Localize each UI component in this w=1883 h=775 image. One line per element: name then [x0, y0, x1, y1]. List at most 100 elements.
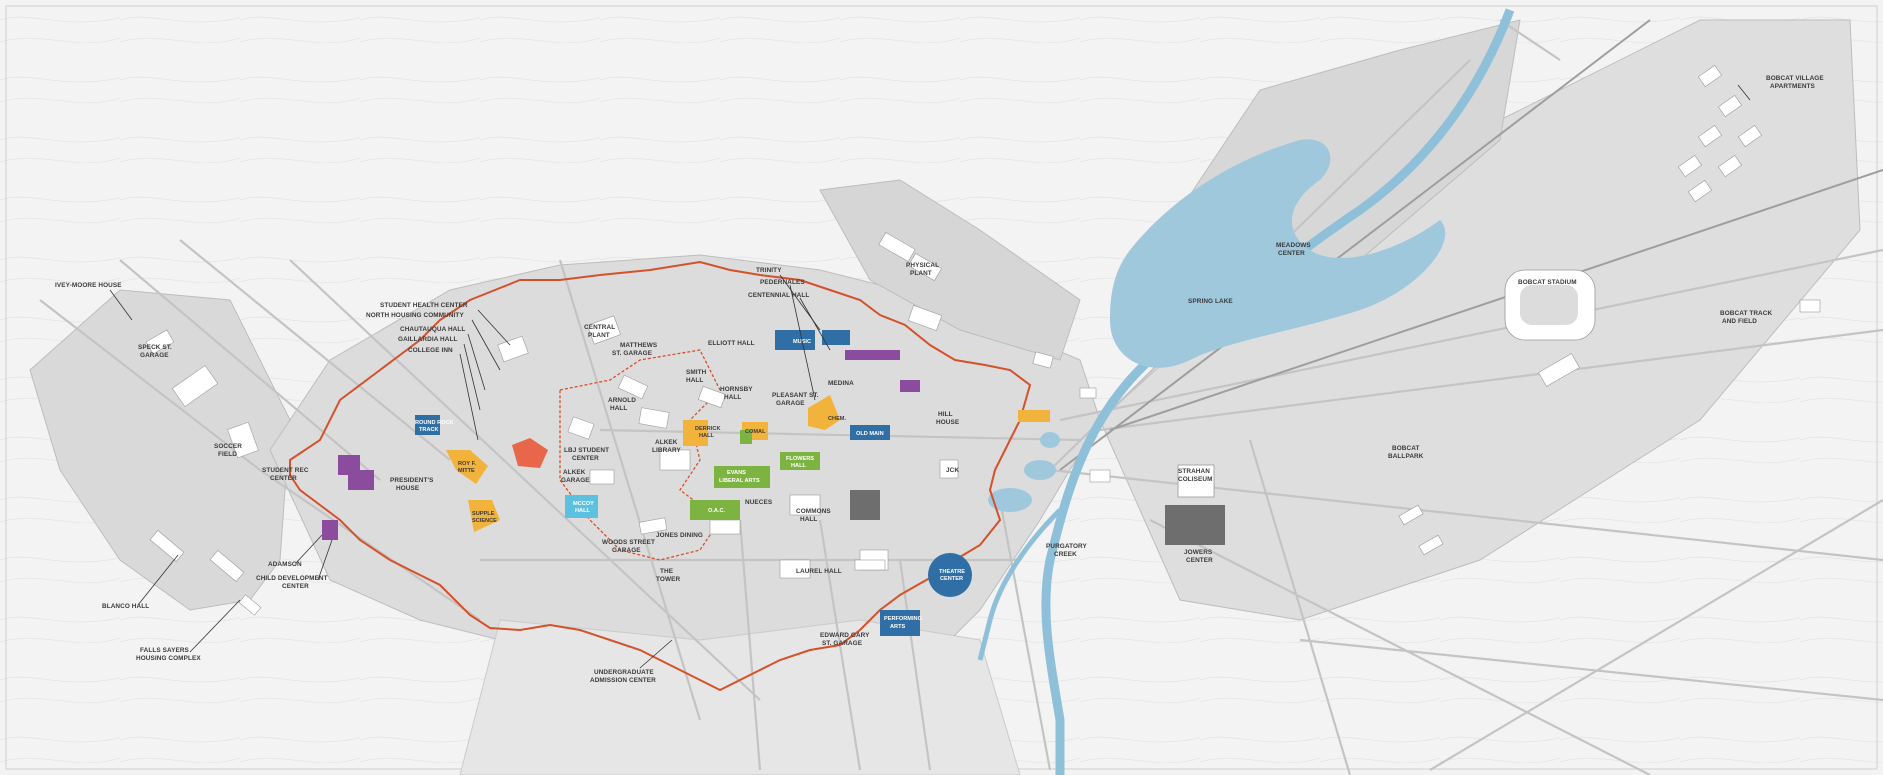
label-hill-house-1: HILL — [938, 411, 953, 418]
label-pleasant-2: GARAGE — [776, 400, 805, 407]
label-performing-arts-2: ARTS — [890, 624, 905, 630]
label-lbj-1: LBJ STUDENT — [564, 447, 609, 454]
label-rec-2: CENTER — [270, 475, 297, 482]
label-physical-plant-2: PLANT — [910, 270, 932, 277]
label-derrick-1: DERRICK — [695, 426, 720, 432]
label-track-1: BOBCAT TRACK — [1720, 310, 1772, 317]
label-ballpark-2: BALLPARK — [1388, 453, 1424, 460]
north-campus-area — [819, 179, 1081, 361]
label-evans-1: EVANS — [727, 470, 746, 476]
label-alkek-garage-2: GARAGE — [561, 477, 590, 484]
label-roy-mitte-1: ROY F. — [458, 461, 476, 467]
label-matthews-1: MATTHEWS — [620, 342, 658, 349]
label-presidents-2: HOUSE — [396, 485, 420, 492]
pond-3 — [1040, 432, 1060, 448]
label-evans-2: LIBERAL ARTS — [719, 478, 760, 484]
map-labels: IVEY-MOORE HOUSE SPECK ST. GARAGE SOCCER… — [55, 75, 1824, 684]
label-undergrad-2: ADMISSION CENTER — [590, 677, 656, 684]
label-adamson: ADAMSON — [268, 561, 302, 568]
label-jowers-1: JOWERS — [1184, 549, 1213, 556]
label-child-dev-2: CENTER — [282, 583, 309, 590]
label-performing-arts-1: PERFORMING — [884, 616, 922, 622]
label-tower-2: TOWER — [656, 576, 680, 583]
label-purgatory-2: CREEK — [1054, 551, 1077, 558]
label-commons-1: COMMONS — [796, 508, 831, 515]
label-undergrad-1: UNDERGRADUATE — [594, 669, 654, 676]
label-pedernales: PEDERNALES — [760, 279, 805, 286]
label-theatre-2: CENTER — [940, 576, 963, 582]
label-woods-2: GARAGE — [612, 547, 641, 554]
label-woods-1: WOODS STREET — [602, 539, 655, 546]
label-meadows-1: MEADOWS — [1276, 242, 1311, 249]
label-edward-gary-1: EDWARD GARY — [820, 632, 870, 639]
label-tower-1: THE — [660, 568, 674, 575]
label-jones-dining: JONES DINING — [656, 532, 703, 539]
campus-boundary — [289, 260, 1032, 692]
label-medina: MEDINA — [828, 380, 854, 387]
label-supple-1: SUPPLE — [472, 511, 495, 517]
label-central-plant-1: CENTRAL — [584, 324, 615, 331]
label-alkek-library-1: ALKEK — [655, 439, 678, 446]
label-ivey-moore-house: IVEY-MOORE HOUSE — [55, 282, 122, 289]
label-bobcat-stadium: BOBCAT STADIUM — [1518, 279, 1577, 286]
label-comal: COMAL — [745, 429, 766, 435]
label-student-health: STUDENT HEALTH CENTER — [380, 302, 468, 309]
label-speck-1: SPECK ST. — [138, 344, 172, 351]
label-blanco-hall: BLANCO HALL — [102, 603, 149, 610]
inner-boundary — [559, 349, 721, 561]
colored-buildings — [322, 330, 1050, 636]
label-mccoy-1: MCCOY — [573, 501, 594, 507]
label-mccoy-2: HALL — [575, 508, 590, 514]
label-roy-mitte-2: MITTE — [458, 468, 475, 474]
label-spring-lake: SPRING LAKE — [1188, 298, 1233, 305]
label-flowers-2: HALL — [791, 463, 806, 469]
label-flowers-1: FLOWERS — [786, 456, 814, 462]
label-alkek-library-2: LIBRARY — [652, 447, 682, 454]
label-derrick-2: HALL — [699, 433, 714, 439]
label-presidents-1: PRESIDENT'S — [390, 477, 434, 484]
label-smith-1: SMITH — [686, 369, 707, 376]
spring-lake — [1110, 139, 1446, 368]
railway — [1059, 19, 1651, 471]
label-hill-house-2: HOUSE — [936, 419, 960, 426]
label-edward-gary-2: ST. GARAGE — [822, 640, 863, 647]
label-rec-1: STUDENT REC — [262, 467, 309, 474]
label-meadows-2: CENTER — [1278, 250, 1305, 257]
label-centennial: CENTENNIAL HALL — [748, 292, 809, 299]
label-north-housing: NORTH HOUSING COMMUNITY — [366, 312, 464, 319]
label-round-rock-2: TRACK — [419, 427, 439, 433]
label-old-main: OLD MAIN — [856, 431, 884, 437]
label-gaillardia: GAILLARDIA HALL — [398, 336, 457, 343]
label-college-inn: COLLEGE INN — [408, 347, 453, 354]
label-purgatory-1: PURGATORY — [1046, 543, 1088, 550]
label-strahan-1: STRAHAN — [1178, 468, 1210, 475]
label-arnold-2: HALL — [610, 405, 627, 412]
label-arnold-1: ARNOLD — [608, 397, 636, 404]
label-village-1: BOBCAT VILLAGE — [1766, 75, 1824, 82]
bobcat-stadium-shape — [1504, 269, 1596, 341]
label-child-dev-1: CHILD DEVELOPMENT — [256, 575, 328, 582]
label-village-2: APARTMENTS — [1770, 83, 1816, 90]
label-pleasant-1: PLEASANT ST. — [772, 392, 819, 399]
label-soccer-1: SOCCER — [214, 443, 242, 450]
label-hornsby-1: HORNSBY — [720, 386, 753, 393]
label-soccer-2: FIELD — [218, 451, 237, 458]
label-oac: O.A.C. — [708, 508, 726, 514]
label-theatre-1: THEATRE — [939, 569, 965, 575]
south-grid-area — [459, 619, 1021, 775]
railway-2 — [1109, 169, 1883, 431]
label-strahan-2: COLISEUM — [1178, 476, 1213, 483]
label-round-rock-1: ROUND ROCK — [415, 420, 454, 426]
label-smith-2: HALL — [686, 377, 703, 384]
label-falls-2: HOUSING COMPLEX — [136, 655, 201, 662]
pond-2 — [1024, 460, 1056, 480]
label-chem: CHEM. — [828, 416, 846, 422]
leader-lines — [109, 84, 1751, 669]
label-elliott: ELLIOTT HALL — [708, 340, 755, 347]
label-supple-2: SCIENCE — [472, 518, 497, 524]
purgatory-creek — [977, 508, 1062, 661]
label-jowers-2: CENTER — [1186, 557, 1213, 564]
label-chautauqua: CHAUTAUQUA HALL — [400, 326, 465, 333]
label-alkek-garage-1: ALKEK — [563, 469, 586, 476]
